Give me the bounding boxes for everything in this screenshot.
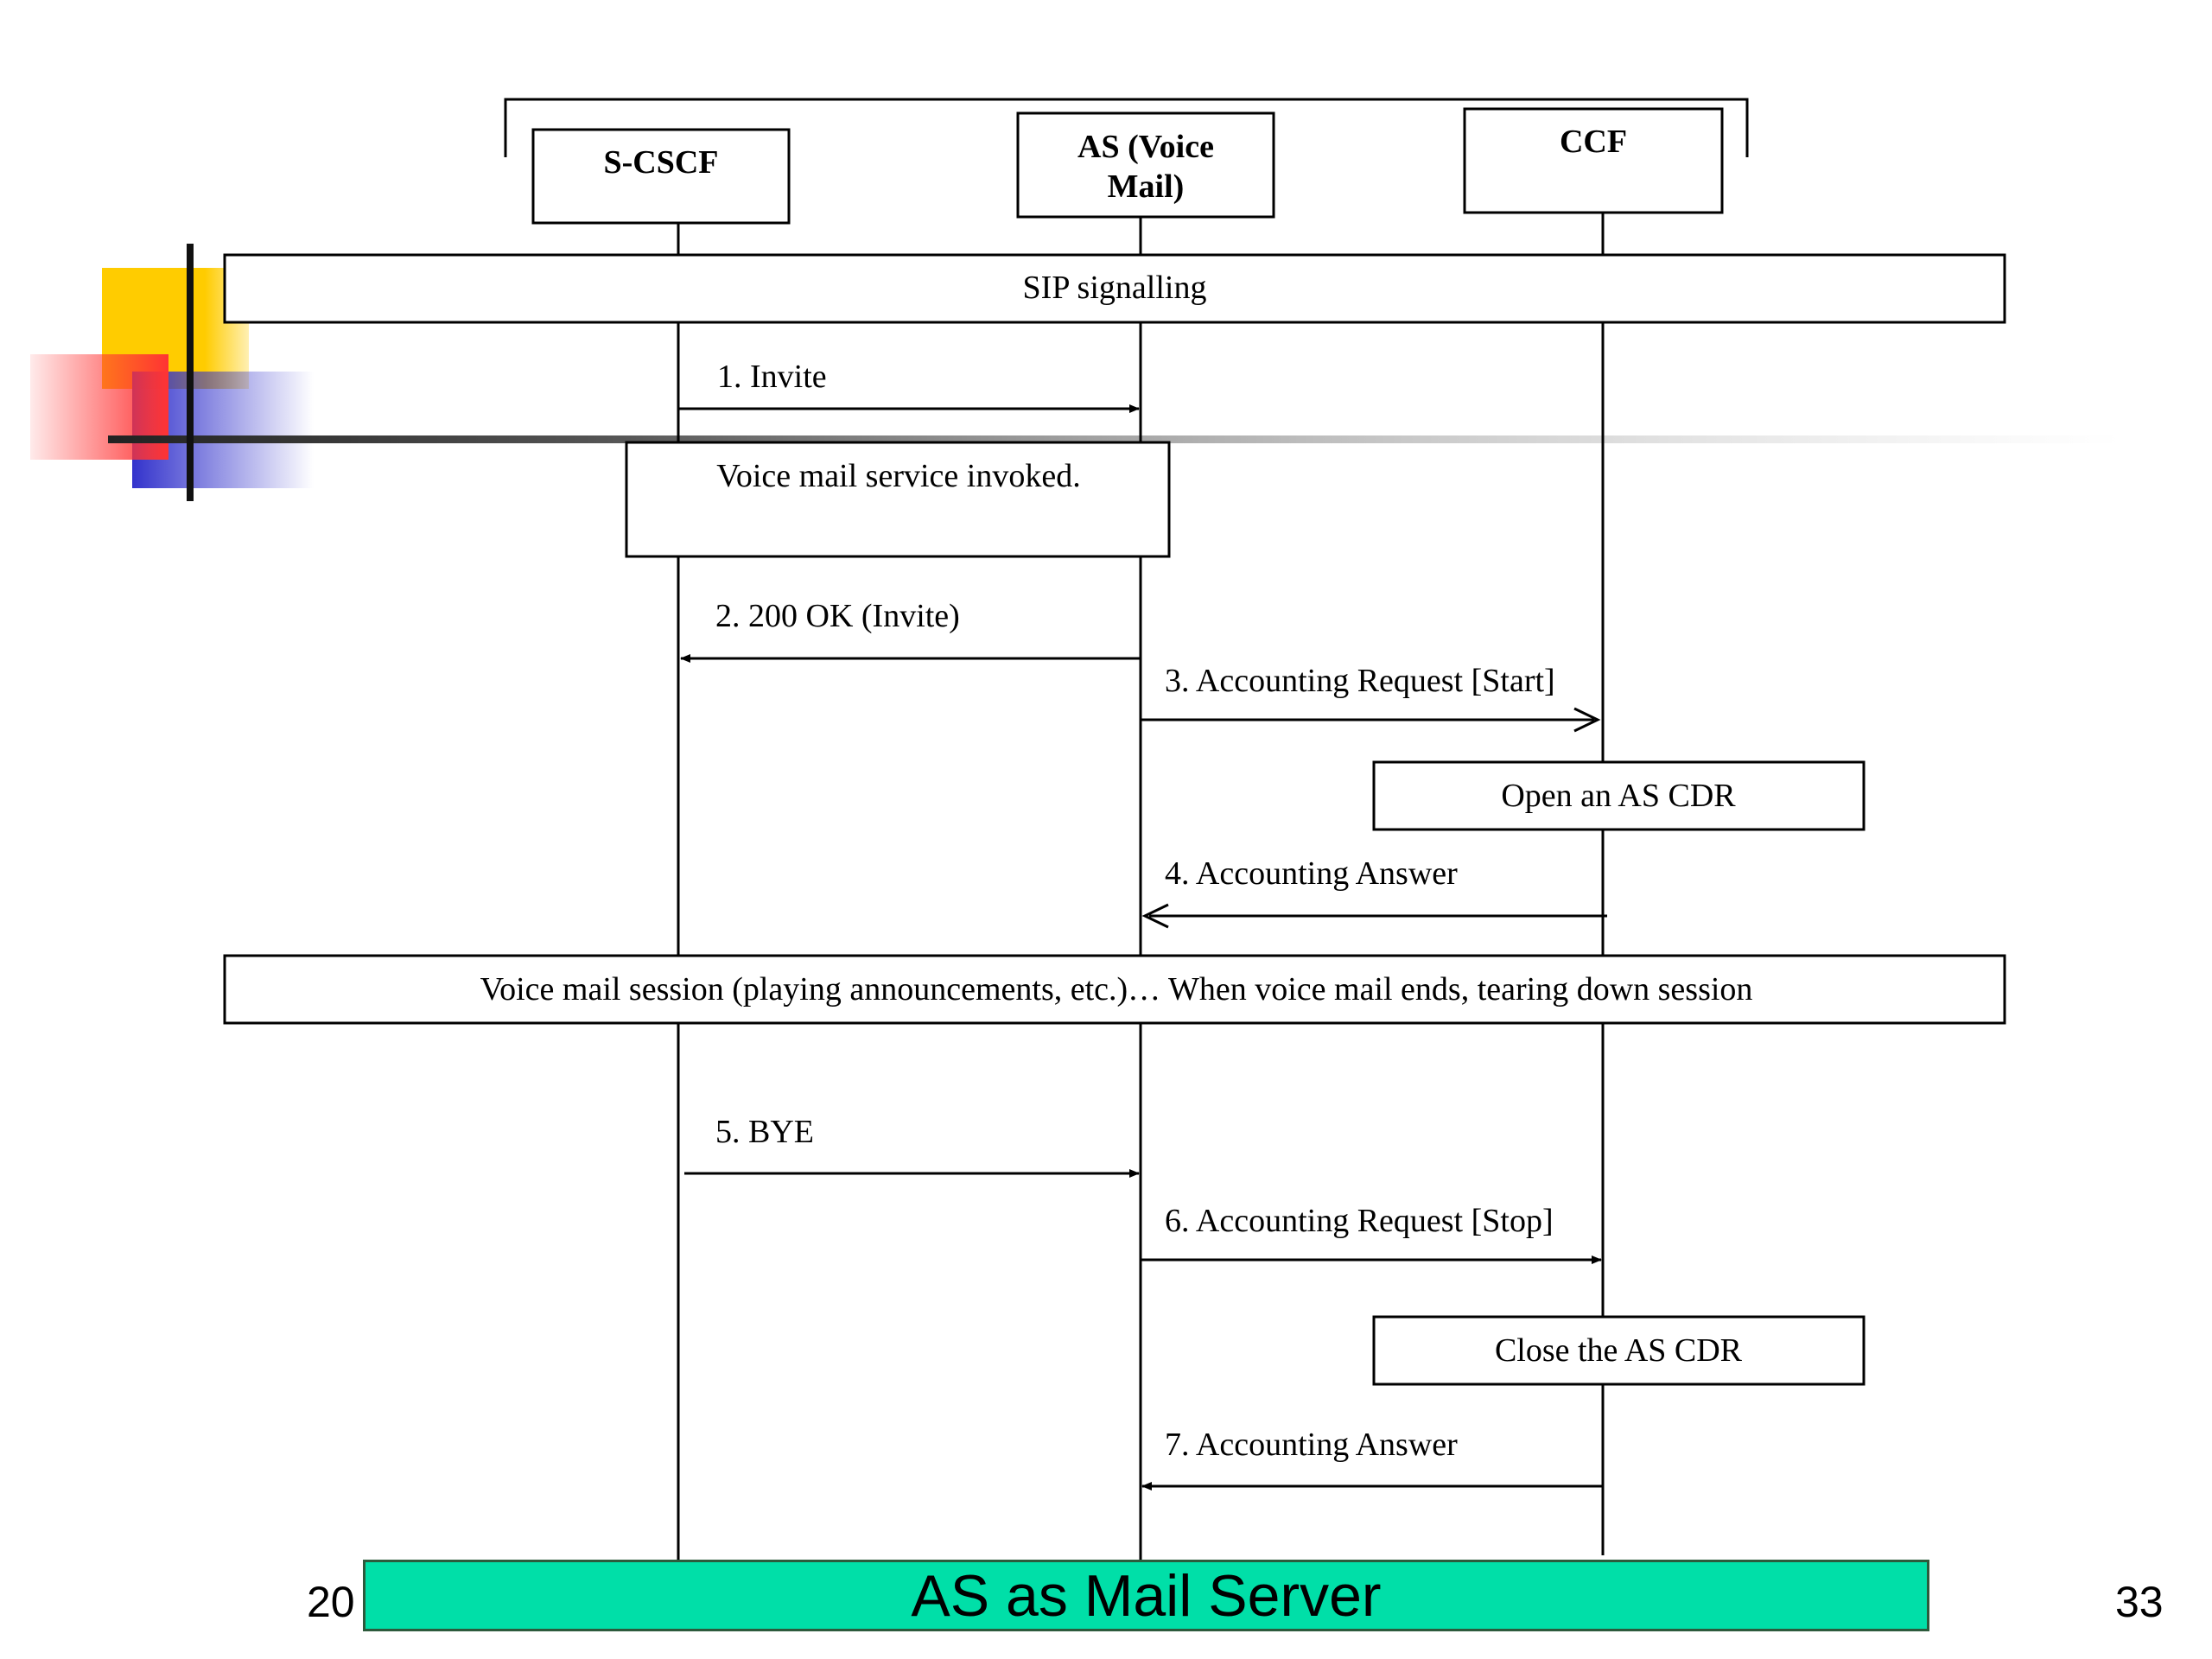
deco-vertical-bar — [187, 244, 194, 501]
note-service-invoked: Voice mail service invoked. — [625, 441, 1171, 558]
message-3-label: 3. Accounting Request [Start] — [1165, 663, 1555, 699]
voice-mail-session-label: Voice mail session (playing announcement… — [480, 971, 1753, 1007]
note-close-cdr: Close the AS CDR — [1372, 1315, 1866, 1386]
note-open-cdr-label: Open an AS CDR — [1501, 778, 1736, 814]
note-close-cdr-label: Close the AS CDR — [1495, 1332, 1743, 1369]
actor-ccf: CCF — [1463, 107, 1724, 214]
note-open-cdr: Open an AS CDR — [1372, 760, 1866, 831]
message-4-arrowhead — [1141, 903, 1169, 929]
note-service-invoked-label: Voice mail service invoked. — [716, 458, 1080, 494]
message-7-label: 7. Accounting Answer — [1165, 1427, 1458, 1463]
deco-red-square — [30, 354, 168, 460]
top-bracket — [504, 98, 1749, 157]
actor-ccf-label: CCF — [1560, 124, 1627, 160]
message-4-label: 4. Accounting Answer — [1165, 855, 1458, 892]
sip-signalling-band: SIP signalling — [223, 253, 2006, 324]
message-1-label: 1. Invite — [717, 359, 827, 395]
actor-as-label-line2: Mail) — [1108, 168, 1185, 205]
sip-signalling-label: SIP signalling — [1023, 270, 1207, 306]
actor-as-label-line1: AS (Voice — [1077, 129, 1214, 165]
actor-as: AS (Voice Mail) — [1016, 111, 1275, 219]
slide-title: AS as Mail Server — [363, 1560, 1929, 1631]
actor-s-cscf: S-CSCF — [531, 128, 791, 225]
message-6-label: 6. Accounting Request [Stop] — [1165, 1203, 1554, 1239]
deco-horizontal-bar — [108, 435, 2121, 443]
message-2-label: 2. 200 OK (Invite) — [715, 598, 960, 634]
message-3-arrowhead — [1573, 707, 1601, 733]
voice-mail-session-band: Voice mail session (playing announcement… — [223, 954, 2006, 1025]
footer-date: 20 — [307, 1578, 355, 1626]
actor-s-cscf-label: S-CSCF — [603, 144, 718, 181]
page-number: 33 — [2115, 1578, 2164, 1626]
message-5-label: 5. BYE — [715, 1114, 814, 1150]
